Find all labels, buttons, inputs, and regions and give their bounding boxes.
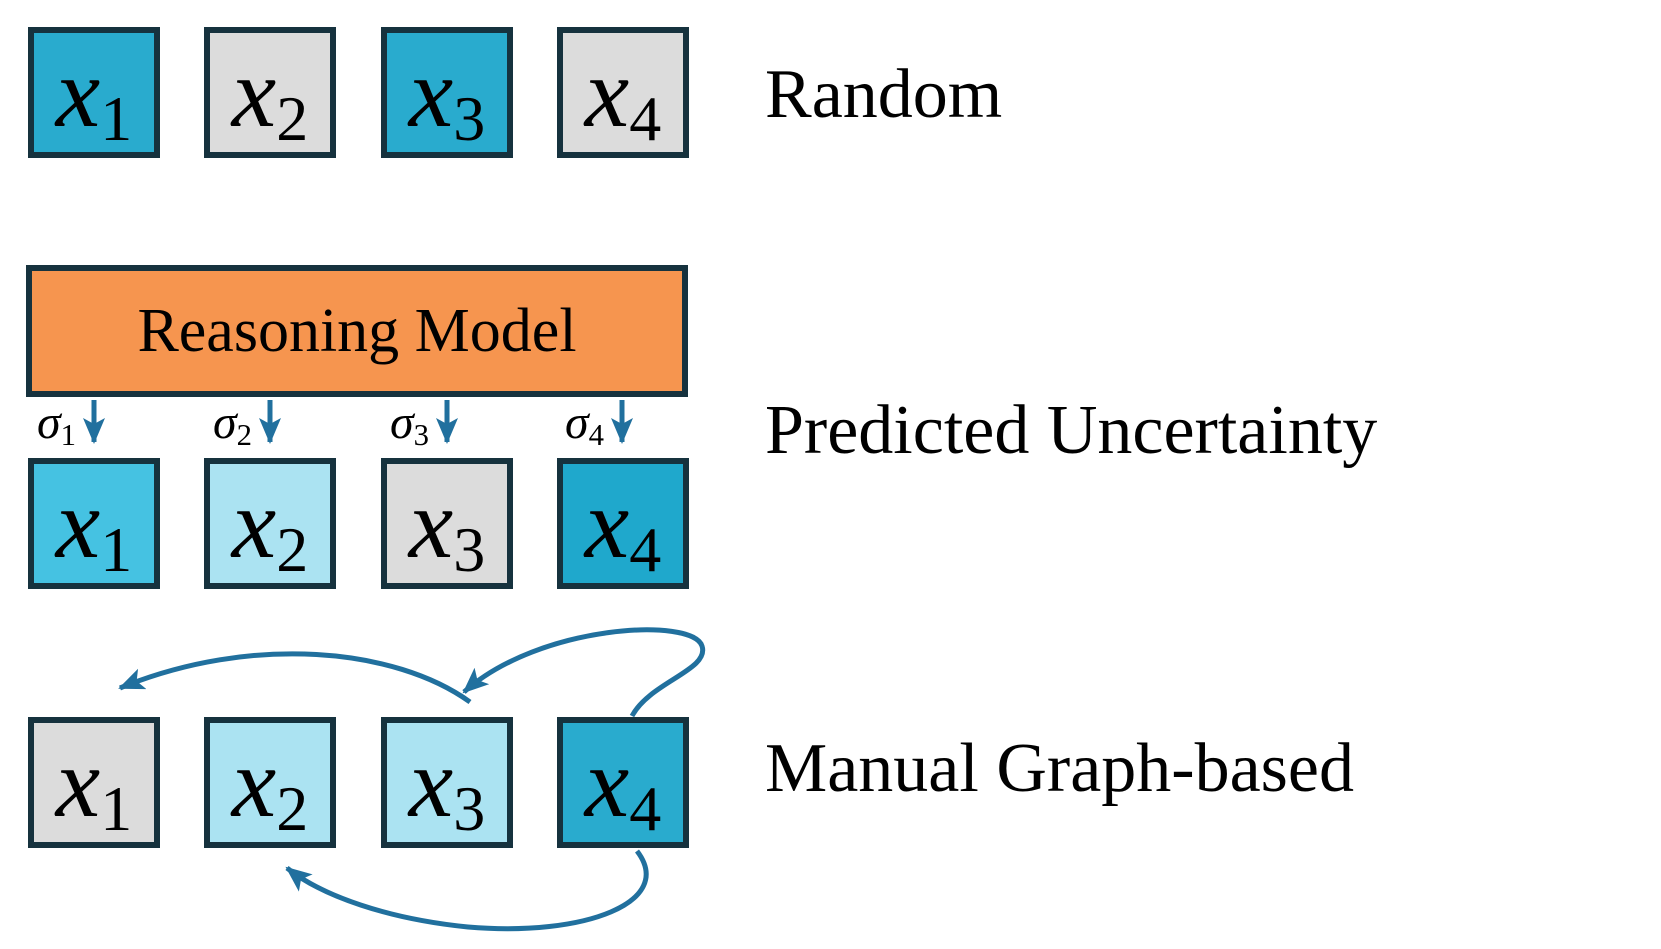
- x-subscript: 3: [453, 513, 486, 585]
- x-glyph: x: [55, 467, 101, 579]
- sigma-subscript: 4: [588, 417, 604, 452]
- x-glyph: x: [231, 726, 277, 838]
- x-glyph: x: [584, 36, 630, 148]
- x-glyph: x: [231, 36, 277, 148]
- x-subscript: 4: [629, 772, 662, 844]
- sigma-label-1: σ1: [6, 396, 76, 450]
- x-subscript: 3: [453, 82, 486, 154]
- sigma-label-4: σ4: [534, 396, 604, 450]
- sigma-glyph: σ: [36, 396, 61, 449]
- sigma-subscript: 1: [60, 417, 76, 452]
- sigma-label-3: σ3: [359, 396, 429, 450]
- edge-x4-to-x3: [462, 627, 706, 718]
- edge-x3-to-x1: [118, 651, 472, 705]
- x-glyph: x: [408, 36, 454, 148]
- x-glyph: x: [584, 467, 630, 579]
- x-subscript: 1: [100, 82, 133, 154]
- label-predicted-uncertainty: Predicted Uncertainty: [765, 392, 1378, 469]
- x-glyph: x: [55, 36, 101, 148]
- x-glyph: x: [231, 467, 277, 579]
- x-subscript: 2: [276, 772, 309, 844]
- sigma-glyph: σ: [564, 396, 589, 449]
- reasoning-model-box: Reasoning Model: [26, 265, 688, 397]
- edge-x4-to-x2: [285, 849, 649, 932]
- label-random: Random: [765, 56, 1003, 133]
- x-subscript: 1: [100, 513, 133, 585]
- x-subscript: 4: [629, 82, 662, 154]
- x-subscript: 3: [453, 772, 486, 844]
- sigma-subscript: 3: [413, 417, 429, 452]
- sigma-glyph: σ: [212, 396, 237, 449]
- x-subscript: 1: [100, 772, 133, 844]
- x-glyph: x: [408, 467, 454, 579]
- label-manual-graph-based: Manual Graph-based: [765, 730, 1354, 807]
- x-glyph: x: [55, 726, 101, 838]
- sigma-label-2: σ2: [182, 396, 252, 450]
- x-subscript: 2: [276, 513, 309, 585]
- sigma-glyph: σ: [389, 396, 414, 449]
- x-glyph: x: [408, 726, 454, 838]
- sigma-subscript: 2: [236, 417, 252, 452]
- x-subscript: 2: [276, 82, 309, 154]
- x-glyph: x: [584, 726, 630, 838]
- x-subscript: 4: [629, 513, 662, 585]
